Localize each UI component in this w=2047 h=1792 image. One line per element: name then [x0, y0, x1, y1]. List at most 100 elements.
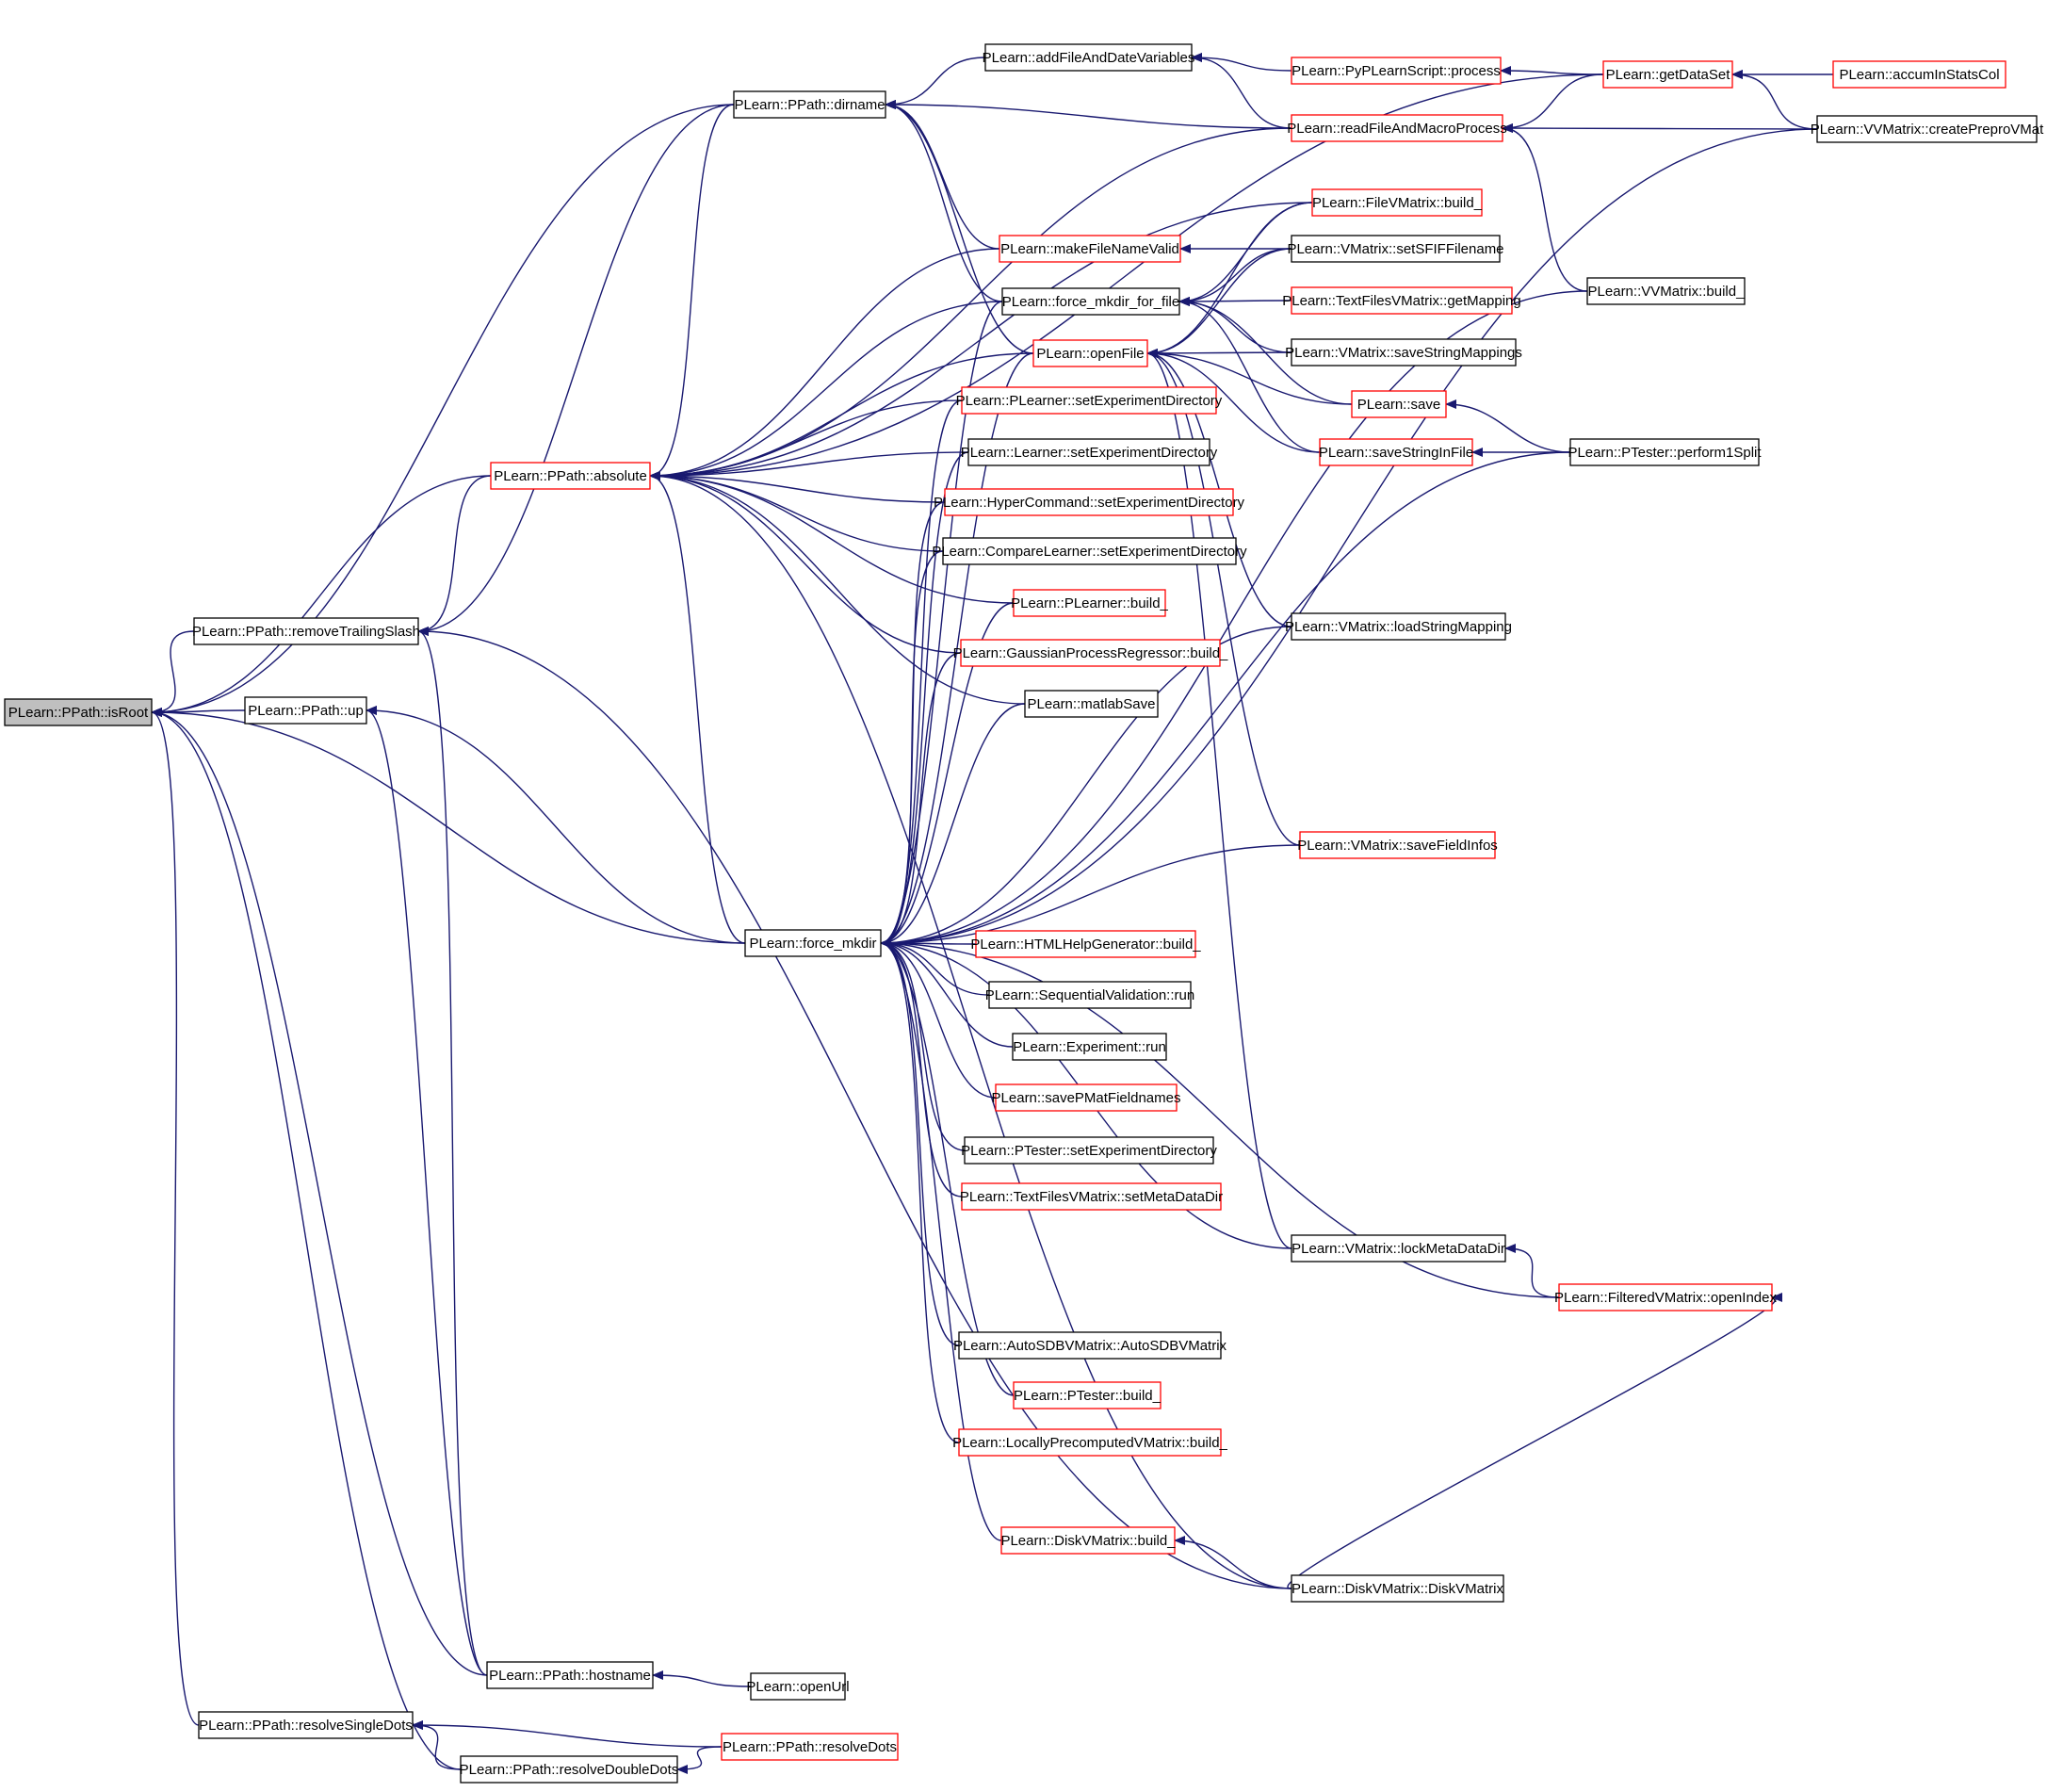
- node-loadStringMapping[interactable]: PLearn::VMatrix::loadStringMapping: [1285, 612, 1512, 641]
- node-force_mkdir_for_file[interactable]: PLearn::force_mkdir_for_file: [1001, 287, 1180, 316]
- nodes-layer: PLearn::PPath::isRoot PLearn::PPath::remo…: [4, 43, 2044, 1784]
- node-openFile[interactable]: PLearn::openFile: [1032, 339, 1148, 367]
- node-experimentRun[interactable]: PLearn::Experiment::run: [1012, 1033, 1167, 1061]
- node-box: [1816, 115, 2038, 143]
- node-box: [198, 1711, 414, 1739]
- node-label: PLearn::PPath::removeTrailingSlash: [192, 624, 420, 640]
- node-label: PLearn::LocallyPrecomputedVMatrix::build…: [952, 1435, 1227, 1451]
- node-label: PLearn::force_mkdir: [749, 936, 876, 952]
- node-getDataSet[interactable]: PLearn::getDataSet: [1602, 60, 1733, 89]
- edge-createPreproVMat-to-getDataSet: [1731, 70, 1818, 130]
- edge-saveFieldInfos-to-openFile: [1146, 349, 1301, 846]
- node-gprBuild[interactable]: PLearn::GaussianProcessRegressor::build_: [953, 639, 1228, 667]
- node-ptesterBuild[interactable]: PLearn::PTester::build_: [1013, 1381, 1162, 1409]
- node-box: [988, 981, 1192, 1009]
- edge-plearnerBuild-to-force_mkdir: [880, 602, 1015, 948]
- node-htmlHelpBuild[interactable]: PLearn::HTMLHelpGenerator::build_: [970, 930, 1201, 958]
- node-lockMetaDataDir[interactable]: PLearn::VMatrix::lockMetaDataDir: [1291, 1234, 1506, 1263]
- node-saveFieldInfos[interactable]: PLearn::VMatrix::saveFieldInfos: [1297, 831, 1498, 859]
- node-force_mkdir[interactable]: PLearn::force_mkdir: [744, 929, 882, 957]
- node-seqValRun[interactable]: PLearn::SequentialValidation::run: [985, 981, 1194, 1009]
- edge-openUrl-to-hostname: [652, 1670, 752, 1687]
- node-resolveSingleDots[interactable]: PLearn::PPath::resolveSingleDots: [198, 1711, 414, 1739]
- edge-dirname-to-isRoot: [151, 104, 735, 717]
- node-label: PLearn::PTester::build_: [1014, 1388, 1162, 1404]
- edge-resolveDots-to-resolveDoubleDots: [676, 1746, 723, 1774]
- node-readFileAndMacroProcess[interactable]: PLearn::readFileAndMacroProcess: [1287, 114, 1507, 142]
- node-label: PLearn::PPath::resolveSingleDots: [199, 1718, 413, 1734]
- node-filteredOpenIndex[interactable]: PLearn::FilteredVMatrix::openIndex: [1554, 1283, 1777, 1311]
- edge-filteredOpenIndex-to-force_mkdir: [880, 938, 1560, 1298]
- node-label: PLearn::Learner::setExperimentDirectory: [961, 445, 1218, 461]
- node-openUrl[interactable]: PLearn::openUrl: [746, 1672, 850, 1701]
- node-setSFIFFilename[interactable]: PLearn::VMatrix::setSFIFFilename: [1287, 235, 1504, 263]
- node-learnerSetExpDir[interactable]: PLearn::Learner::setExperimentDirectory: [961, 438, 1218, 466]
- node-plearnerBuild[interactable]: PLearn::PLearner::build_: [1011, 589, 1169, 617]
- node-box: [721, 1733, 899, 1761]
- node-dirname[interactable]: PLearn::PPath::dirname: [733, 90, 886, 119]
- node-diskVMatrixCtor[interactable]: PLearn::DiskVMatrix::DiskVMatrix: [1291, 1574, 1504, 1603]
- node-save[interactable]: PLearn::save: [1351, 390, 1447, 418]
- node-box: [961, 386, 1217, 415]
- edge-savePMatFieldnames-to-force_mkdir: [880, 938, 997, 1099]
- node-removeTrailingSlash[interactable]: PLearn::PPath::removeTrailingSlash: [192, 617, 420, 645]
- node-box: [1311, 188, 1483, 217]
- edge-force_mkdir-to-isRoot: [151, 708, 746, 944]
- edge-setSFIFFilename-to-openFile: [1146, 248, 1292, 358]
- node-fileVMatrixBuild[interactable]: PLearn::FileVMatrix::build_: [1311, 188, 1483, 217]
- node-createPreproVMat[interactable]: PLearn::VVMatrix::createPreproVMat: [1811, 115, 2044, 143]
- node-textFilesGetMapping[interactable]: PLearn::TextFilesVMatrix::getMapping: [1282, 286, 1521, 315]
- edge-readFileAndMacroProcess-to-dirname: [885, 100, 1292, 129]
- node-box: [4, 698, 153, 726]
- edge-setSFIFFilename-to-force_mkdir_for_file: [1178, 248, 1292, 306]
- node-saveStringInFile[interactable]: PLearn::saveStringInFile: [1319, 438, 1473, 466]
- node-label: PLearn::VVMatrix::build_: [1588, 284, 1746, 300]
- edge-absolute-to-isRoot: [151, 475, 492, 717]
- node-hostname[interactable]: PLearn::PPath::hostname: [486, 1661, 654, 1689]
- node-pyProcess[interactable]: PLearn::PyPLearnScript::process: [1291, 57, 1502, 85]
- node-saveStringMappings[interactable]: PLearn::VMatrix::saveStringMappings: [1285, 338, 1522, 367]
- node-compareSetExpDir[interactable]: PLearn::CompareLearner::setExperimentDir…: [932, 537, 1247, 565]
- node-vvmatrixBuild[interactable]: PLearn::VVMatrix::build_: [1586, 277, 1746, 305]
- edge-pyProcess-to-addFileAndDateVariables: [1191, 53, 1292, 72]
- node-box: [958, 1428, 1222, 1457]
- node-isRoot[interactable]: PLearn::PPath::isRoot: [4, 698, 153, 726]
- edge-fileVMatrixBuild-to-absolute: [649, 202, 1313, 481]
- node-absolute[interactable]: PLearn::PPath::absolute: [490, 462, 651, 490]
- node-label: PLearn::HTMLHelpGenerator::build_: [970, 937, 1201, 953]
- node-label: PLearn::VMatrix::saveFieldInfos: [1297, 838, 1498, 854]
- edge-vvmatrixBuild-to-force_mkdir: [880, 290, 1588, 948]
- node-up[interactable]: PLearn::PPath::up: [244, 696, 367, 725]
- edge-save-to-openFile: [1146, 349, 1353, 405]
- edge-absolute-to-removeTrailingSlash: [417, 475, 492, 636]
- edge-gprBuild-to-absolute: [649, 471, 962, 654]
- node-matlabSave[interactable]: PLearn::matlabSave: [1024, 690, 1159, 718]
- edge-gprBuild-to-force_mkdir: [880, 652, 962, 948]
- edge-resolveSingleDots-to-isRoot: [151, 708, 200, 1726]
- node-hyperSetExpDir[interactable]: PLearn::HyperCommand::setExperimentDirec…: [934, 488, 1245, 516]
- node-accumInStatsCol[interactable]: PLearn::accumInStatsCol: [1832, 60, 2006, 89]
- node-resolveDots[interactable]: PLearn::PPath::resolveDots: [721, 1733, 899, 1761]
- node-addFileAndDateVariables[interactable]: PLearn::addFileAndDateVariables: [983, 43, 1195, 72]
- node-box: [1001, 287, 1180, 316]
- edge-makeFileNameValid-to-dirname: [885, 100, 1000, 250]
- node-resolveDoubleDots[interactable]: PLearn::PPath::resolveDoubleDots: [460, 1755, 679, 1784]
- edge-force_mkdir_for_file-to-absolute: [649, 301, 1003, 481]
- node-box: [490, 462, 651, 490]
- edge-performSplit-to-force_mkdir: [880, 451, 1571, 948]
- edge-removeTrailingSlash-to-isRoot: [151, 630, 195, 717]
- node-label: PLearn::savePMatFieldnames: [992, 1090, 1181, 1106]
- node-autoSDB[interactable]: PLearn::AutoSDBVMatrix::AutoSDBVMatrix: [953, 1331, 1227, 1360]
- node-locallyPrecomputedBuild[interactable]: PLearn::LocallyPrecomputedVMatrix::build…: [952, 1428, 1228, 1457]
- node-plearnerSetExpDir[interactable]: PLearn::PLearner::setExperimentDirectory: [956, 386, 1223, 415]
- edge-saveFieldInfos-to-force_mkdir: [880, 844, 1301, 948]
- node-textFilesSetMetaDataDir[interactable]: PLearn::TextFilesVMatrix::setMetaDataDir: [960, 1182, 1223, 1211]
- node-box: [1291, 235, 1501, 263]
- node-performSplit[interactable]: PLearn::PTester::perform1Split: [1568, 438, 1762, 466]
- node-diskVMatrixBuild[interactable]: PLearn::DiskVMatrix::build_: [1000, 1526, 1176, 1555]
- node-ptesterSetExpDir[interactable]: PLearn::PTester::setExperimentDirectory: [961, 1136, 1217, 1165]
- node-makeFileNameValid[interactable]: PLearn::makeFileNameValid: [999, 235, 1181, 263]
- node-box: [1291, 338, 1517, 367]
- node-savePMatFieldnames[interactable]: PLearn::savePMatFieldnames: [992, 1083, 1181, 1112]
- edge-matlabSave-to-force_mkdir: [880, 703, 1026, 948]
